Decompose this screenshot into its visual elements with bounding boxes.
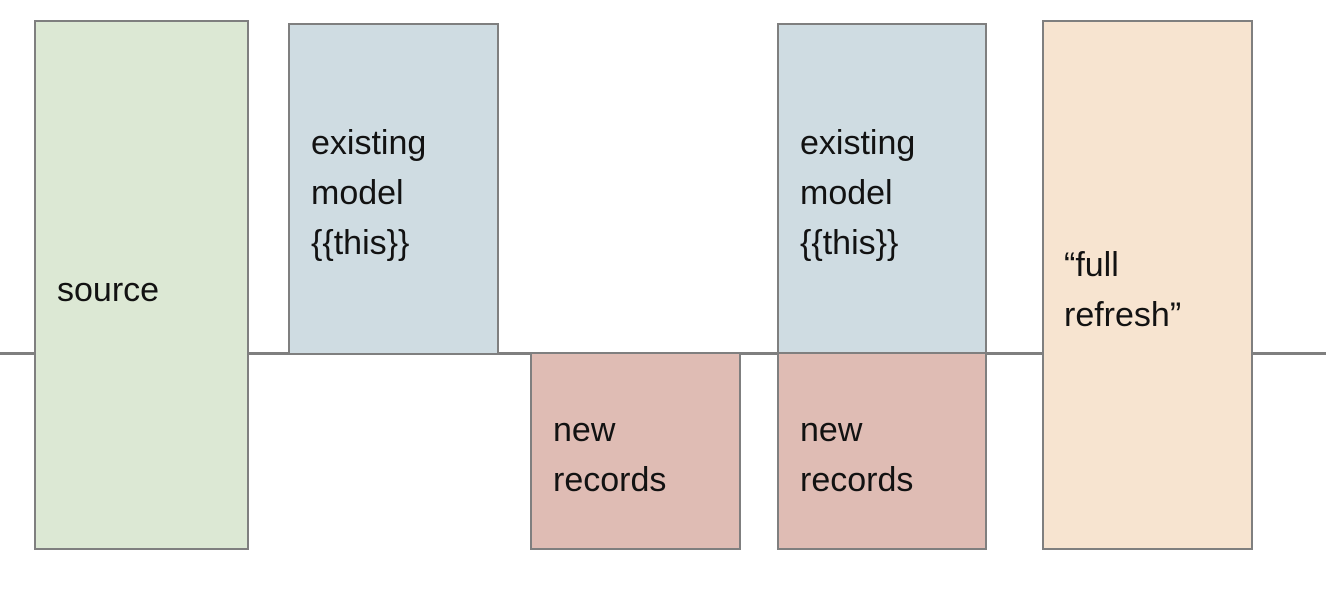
full-refresh-box-label: “full refresh”	[1064, 246, 1182, 334]
source-box[interactable]	[34, 20, 249, 550]
new-records-box-2-label: new records	[800, 411, 914, 499]
existing-model-box-1-label: existing model {{this}}	[311, 124, 427, 262]
new-records-box-1[interactable]	[530, 352, 741, 550]
source-box-label: source	[57, 271, 160, 309]
full-refresh-box[interactable]	[1042, 20, 1253, 550]
existing-model-box-2-label: existing model {{this}}	[800, 124, 916, 262]
new-records-box-2[interactable]	[777, 352, 987, 550]
new-records-box-1-label: new records	[553, 411, 667, 499]
existing-model-box-2[interactable]	[777, 23, 987, 355]
existing-model-box-1[interactable]	[288, 23, 499, 355]
